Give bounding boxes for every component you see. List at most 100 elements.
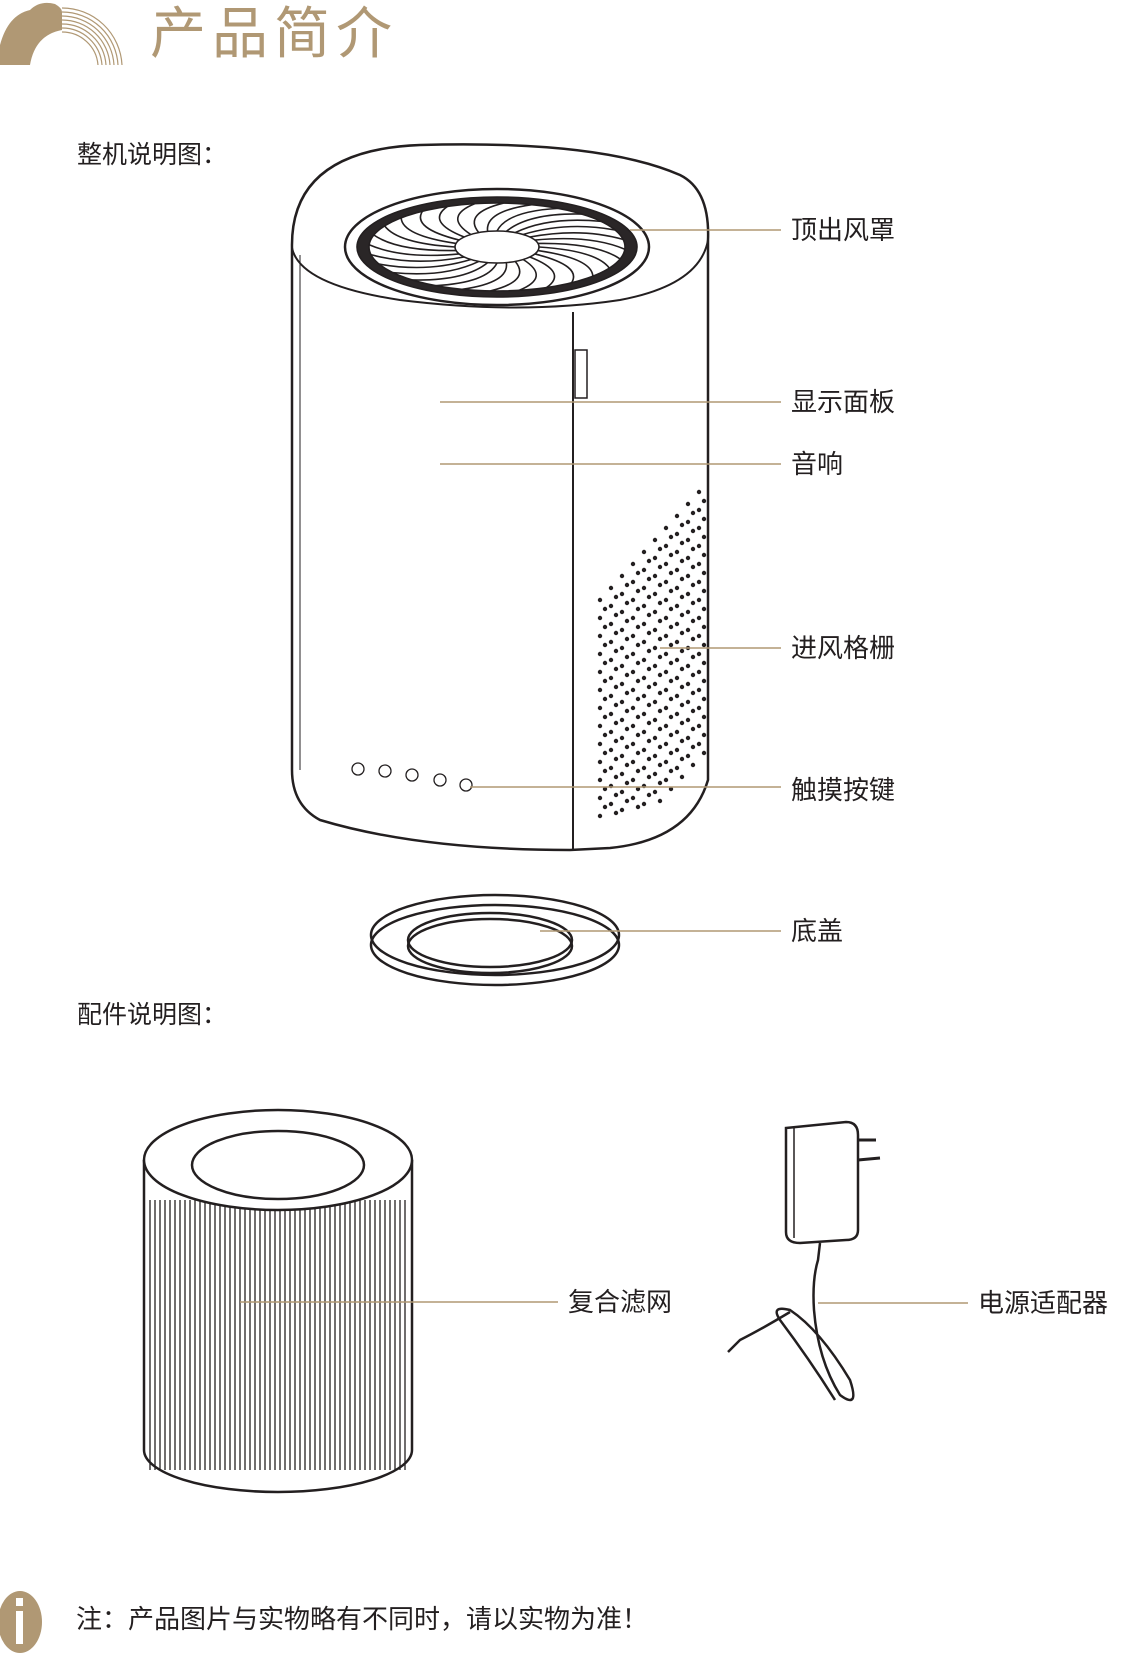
grille-hole: [624, 636, 630, 642]
grille-hole: [597, 669, 603, 675]
grille-hole: [663, 669, 669, 675]
grille-hole: [668, 588, 674, 594]
grille-hole: [668, 570, 674, 576]
grille-hole: [646, 720, 652, 726]
grille-hole: [685, 591, 691, 597]
grille-hole: [613, 630, 619, 636]
section-accessories: 配件说明图：: [77, 1000, 228, 1029]
grille-hole: [652, 753, 658, 759]
grille-hole: [635, 732, 641, 738]
grille-hole: [685, 609, 691, 615]
grille-hole: [668, 714, 674, 720]
fan-blade: [435, 262, 498, 287]
grille-hole: [674, 657, 680, 663]
fan-blade: [373, 234, 457, 252]
grille-hole: [674, 639, 680, 645]
grille-hole: [630, 795, 636, 801]
grille-hole: [696, 525, 702, 531]
grille-hole: [624, 726, 630, 732]
grille-hole: [679, 648, 685, 654]
grille-hole: [630, 615, 636, 621]
grille-hole: [657, 726, 663, 732]
grille-hole: [630, 561, 636, 567]
grille-hole: [696, 543, 702, 549]
grille-hole: [679, 522, 685, 528]
grille-hole: [624, 672, 630, 678]
grille-hole: [652, 717, 658, 723]
grille-hole: [690, 564, 696, 570]
grille-hole: [646, 774, 652, 780]
grille-hole: [635, 624, 641, 630]
fan-blade: [400, 217, 457, 245]
grille-hole: [668, 750, 674, 756]
grille-hole: [701, 606, 707, 612]
grille-hole: [602, 624, 608, 630]
grille-hole: [696, 615, 702, 621]
grille-hole: [646, 630, 652, 636]
grille-hole: [701, 714, 707, 720]
grille-hole: [701, 570, 707, 576]
grille-hole: [674, 729, 680, 735]
fan-blade: [378, 258, 472, 269]
grille-hole: [619, 753, 625, 759]
grille-hole: [696, 669, 702, 675]
grille-hole: [597, 651, 603, 657]
grille-hole: [685, 519, 691, 525]
label-intake-grille: 进风格栅: [791, 634, 896, 664]
grille-hole: [701, 732, 707, 738]
grille-hole: [696, 651, 702, 657]
label-base-cover: 底盖: [791, 917, 844, 947]
grille-hole: [674, 621, 680, 627]
grille-hole: [646, 792, 652, 798]
grille-hole: [701, 642, 707, 648]
grille-hole: [608, 603, 614, 609]
grille-hole: [701, 750, 707, 756]
grille-hole: [635, 768, 641, 774]
grille-hole: [602, 678, 608, 684]
grille-hole: [641, 639, 647, 645]
grille-hole: [602, 660, 608, 666]
grille-hole: [701, 588, 707, 594]
grille-hole: [635, 714, 641, 720]
bear-arc-logo: [0, 2, 123, 66]
grille-hole: [608, 693, 614, 699]
grille-hole: [624, 798, 630, 804]
base-cover-drawing: [369, 893, 621, 987]
grille-hole: [613, 684, 619, 690]
grille-hole: [701, 660, 707, 666]
grille-hole: [641, 621, 647, 627]
grille-hole: [663, 543, 669, 549]
grille-hole: [701, 624, 707, 630]
grille-hole: [685, 735, 691, 741]
grille-hole: [685, 681, 691, 687]
touch-buttons: [351, 762, 473, 792]
grille-hole: [646, 576, 652, 582]
grille-hole: [690, 744, 696, 750]
grille-hole: [696, 705, 702, 711]
grille-hole: [679, 540, 685, 546]
adapter-drawing: [727, 1120, 881, 1402]
grille-hole: [657, 582, 663, 588]
label-touch-buttons: 触摸按键: [791, 776, 896, 806]
grille-hole: [663, 687, 669, 693]
label-composite-filter: 复合滤网: [568, 1288, 673, 1318]
grille-hole: [652, 735, 658, 741]
grille-hole: [696, 633, 702, 639]
grille-hole: [613, 738, 619, 744]
grille-hole: [668, 732, 674, 738]
grille-hole: [613, 720, 619, 726]
fan-blade: [518, 258, 537, 292]
grille-hole: [652, 663, 658, 669]
grille-hole: [619, 663, 625, 669]
grille-hole: [696, 489, 702, 495]
grille-hole: [635, 570, 641, 576]
grille-hole: [608, 747, 614, 753]
grille-hole: [630, 705, 636, 711]
leader-lines: [240, 229, 968, 1304]
grille-hole: [657, 690, 663, 696]
grille-hole: [685, 663, 691, 669]
fan-blade: [496, 207, 559, 232]
grille-hole: [701, 696, 707, 702]
grille-hole: [630, 777, 636, 783]
